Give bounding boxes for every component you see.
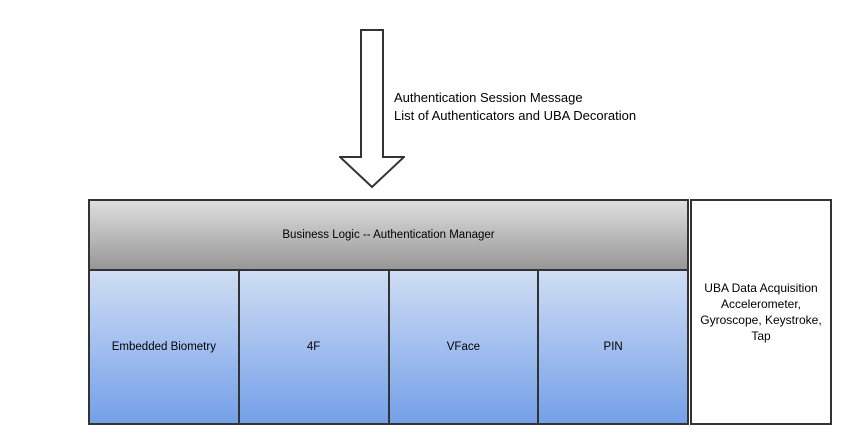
authentication-manager-group: Business Logic -- Authentication Manager…: [88, 199, 689, 425]
authenticator-label: VFace: [446, 341, 480, 353]
annotation-line-2: List of Authenticators and UBA Decoratio…: [394, 108, 637, 123]
uba-label: UBA Data Acquisition Accelerometer, Gyro…: [700, 281, 822, 343]
down-arrow-icon: [337, 29, 407, 189]
annotation-line-1: Authentication Session Message: [394, 90, 583, 105]
authenticator-label: PIN: [603, 341, 623, 353]
uba-data-acquisition-box: UBA Data Acquisition Accelerometer, Gyro…: [690, 199, 832, 425]
authenticator-row: Embedded Biometry 4F VFace PIN: [90, 271, 687, 423]
architecture-diagram: Business Logic -- Authentication Manager…: [88, 199, 832, 425]
authenticator-box-vface: VFace: [387, 271, 538, 423]
business-logic-label: Business Logic -- Authentication Manager: [282, 229, 495, 241]
arrow-annotation: Authentication Session Message List of A…: [394, 89, 636, 125]
authenticator-label: 4F: [306, 341, 321, 353]
authenticator-label: Embedded Biometry: [111, 341, 216, 353]
authenticator-box-embedded-biometry: Embedded Biometry: [90, 271, 238, 423]
authenticator-box-4f: 4F: [237, 271, 388, 423]
authenticator-box-pin: PIN: [537, 271, 687, 423]
business-logic-header: Business Logic -- Authentication Manager: [90, 201, 687, 271]
